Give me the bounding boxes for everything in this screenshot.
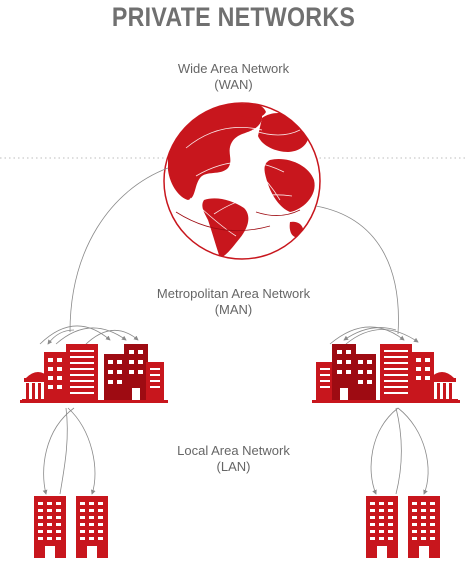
lan-links-right bbox=[370, 407, 429, 495]
connector-wan-left bbox=[69, 167, 169, 333]
lan-label: Local Area Network (LAN) bbox=[0, 443, 467, 475]
man-label: Metropolitan Area Network (MAN) bbox=[0, 286, 467, 318]
page-title: PRIVATE NETWORKS bbox=[111, 2, 356, 32]
connector-wan-right bbox=[315, 205, 399, 335]
man-links-right bbox=[329, 326, 419, 345]
globe-icon bbox=[163, 102, 321, 260]
wan-label-abbr: (WAN) bbox=[214, 77, 253, 92]
lan-label-abbr: (LAN) bbox=[216, 459, 251, 474]
man-label-abbr: (MAN) bbox=[214, 302, 253, 317]
city-buildings-icon bbox=[20, 344, 168, 403]
lan-links-left bbox=[42, 407, 96, 495]
office-building-icon bbox=[34, 496, 66, 558]
lan-label-name: Local Area Network bbox=[177, 443, 290, 458]
city-buildings-icon bbox=[312, 344, 460, 403]
wan-label-name: Wide Area Network bbox=[177, 61, 290, 76]
office-building-icon bbox=[366, 496, 398, 558]
office-building-icon bbox=[408, 496, 440, 558]
man-links-left bbox=[39, 325, 139, 347]
office-building-icon bbox=[76, 496, 108, 558]
man-label-name: Metropolitan Area Network bbox=[156, 286, 311, 301]
wan-label: Wide Area Network (WAN) bbox=[0, 61, 467, 93]
